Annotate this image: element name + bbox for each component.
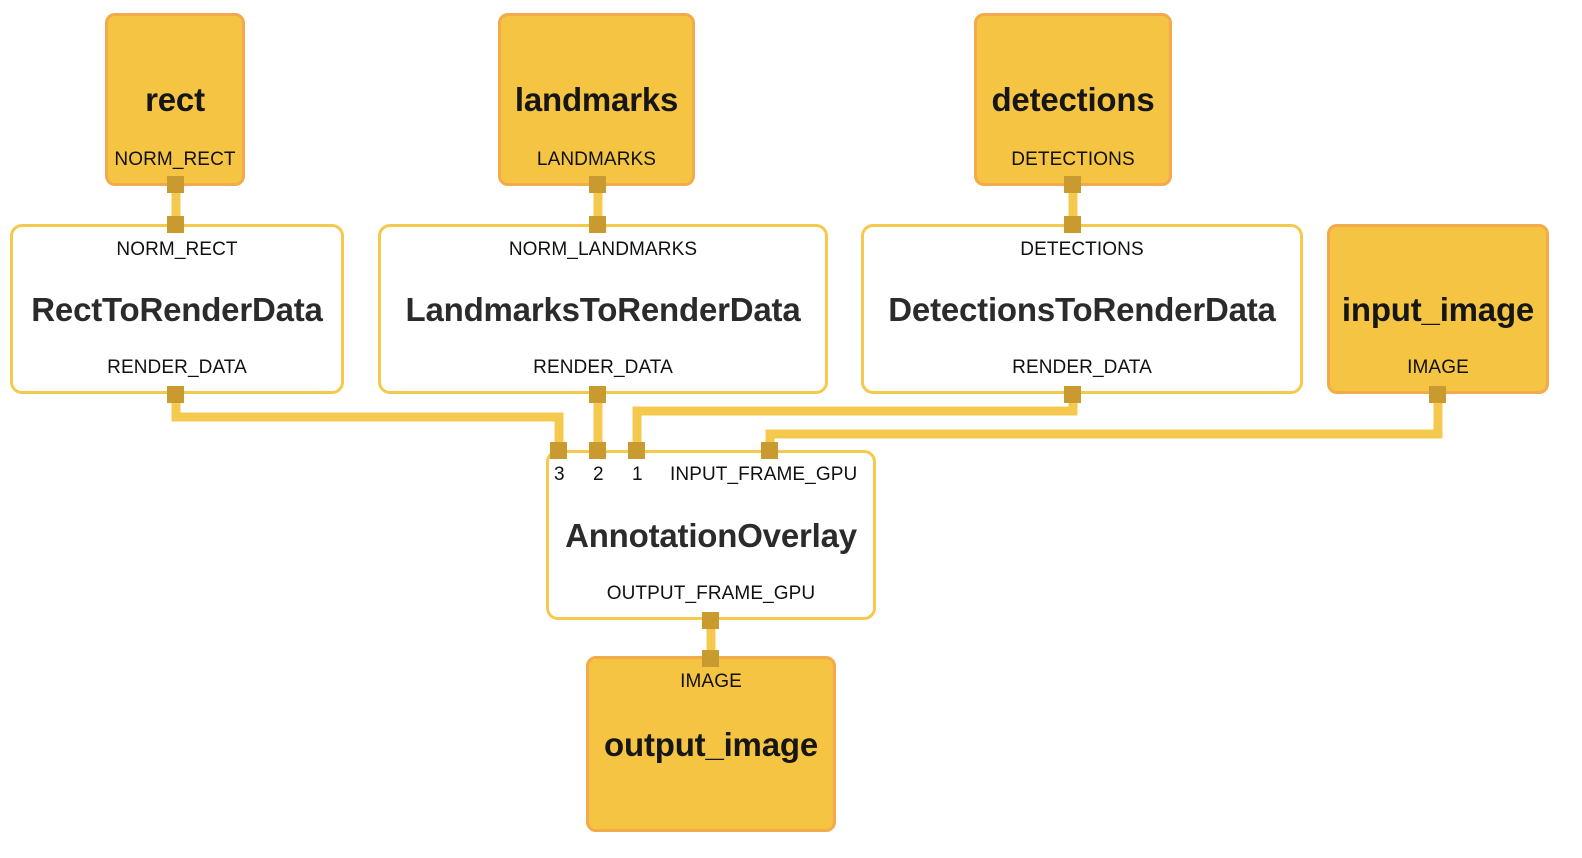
calculator-node-recttorenderdata-title: RectToRenderData	[31, 290, 323, 328]
calculator-node-annotationoverlay-title: AnnotationOverlay	[565, 516, 857, 554]
calculator-node-detectionstorenderdata[interactable]: DETECTIONS DetectionsToRenderData RENDER…	[861, 224, 1303, 394]
stream-node-rect-outport: NORM_RECT	[108, 150, 242, 170]
connector-overlay-out[interactable]	[702, 612, 719, 629]
calculator-node-detectionstorenderdata-outport: RENDER_DATA	[864, 358, 1300, 378]
connector-rect2renderdata-in[interactable]	[167, 216, 184, 233]
connector-landmarks2render-in[interactable]	[589, 216, 606, 233]
port-label: RENDER_DATA	[1012, 357, 1152, 378]
connector-landmarks-out[interactable]	[589, 176, 606, 193]
calculator-node-landmarkstorenderdata-inport: NORM_LANDMARKS	[381, 240, 825, 260]
connector-input-image-out[interactable]	[1429, 386, 1446, 403]
connector-output-image-in[interactable]	[702, 650, 719, 667]
calculator-node-landmarkstorenderdata-title: LandmarksToRenderData	[405, 290, 801, 328]
stream-node-rect-title: rect	[145, 81, 205, 118]
stream-node-input-image[interactable]: input_image IMAGE	[1327, 224, 1549, 394]
stream-node-output-image-title: output_image	[604, 725, 818, 763]
stream-node-output-image-inport: IMAGE	[589, 672, 833, 692]
calculator-node-recttorenderdata-inport: NORM_RECT	[13, 240, 341, 260]
connector-overlay-in-1[interactable]	[628, 442, 645, 459]
connector-overlay-in-input-frame[interactable]	[761, 442, 778, 459]
calculator-node-annotationoverlay-outport: OUTPUT_FRAME_GPU	[549, 584, 873, 604]
stream-node-rect[interactable]: rect NORM_RECT	[105, 13, 245, 186]
port-label: DETECTIONS	[1011, 149, 1135, 170]
connector-detections-out[interactable]	[1064, 176, 1081, 193]
calculator-node-recttorenderdata[interactable]: NORM_RECT RectToRenderData RENDER_DATA	[10, 224, 344, 394]
calculator-node-annotationoverlay[interactable]: 3 2 1 INPUT_FRAME_GPU AnnotationOverlay …	[546, 450, 876, 620]
port-label: RENDER_DATA	[107, 357, 247, 378]
stream-node-input-image-title: input_image	[1341, 290, 1535, 328]
edge-rect-renderdata-to-overlay3	[171, 394, 564, 450]
port-label-2: 2	[593, 464, 604, 485]
calculator-node-detectionstorenderdata-title: DetectionsToRenderData	[888, 290, 1276, 328]
edge-inputimage-to-overlay-inputframe	[765, 394, 1443, 450]
port-label: IMAGE	[680, 671, 742, 692]
connector-landmarks2render-out[interactable]	[589, 386, 606, 403]
stream-node-detections[interactable]: detections DETECTIONS	[974, 13, 1172, 186]
connector-detections2render-out[interactable]	[1064, 386, 1081, 403]
port-label: OUTPUT_FRAME_GPU	[606, 583, 816, 604]
stream-node-input-image-outport: IMAGE	[1330, 358, 1546, 378]
port-label: LANDMARKS	[536, 149, 657, 170]
port-label: DETECTIONS	[1020, 239, 1144, 260]
stream-node-landmarks-title: landmarks	[514, 81, 679, 118]
connector-overlay-in-3[interactable]	[550, 442, 567, 459]
calculator-node-detectionstorenderdata-inport: DETECTIONS	[864, 240, 1300, 260]
connector-detections2render-in[interactable]	[1064, 216, 1081, 233]
calculator-node-recttorenderdata-outport: RENDER_DATA	[13, 358, 341, 378]
port-label: NORM_RECT	[116, 239, 238, 260]
stream-node-output-image[interactable]: IMAGE output_image	[586, 656, 836, 832]
port-label-3: 3	[554, 464, 565, 485]
stream-node-detections-title: detections	[991, 81, 1155, 118]
calculator-node-landmarkstorenderdata-outport: RENDER_DATA	[381, 358, 825, 378]
calculator-node-landmarkstorenderdata[interactable]: NORM_LANDMARKS LandmarksToRenderData REN…	[378, 224, 828, 394]
port-label-input-frame-gpu: INPUT_FRAME_GPU	[670, 464, 858, 485]
port-label: IMAGE	[1407, 357, 1469, 378]
connector-overlay-in-2[interactable]	[589, 442, 606, 459]
connector-rect-out[interactable]	[167, 176, 184, 193]
connector-rect2renderdata-out[interactable]	[167, 386, 184, 403]
port-label-1: 1	[632, 464, 643, 485]
stream-node-landmarks[interactable]: landmarks LANDMARKS	[498, 13, 695, 186]
calculator-node-annotationoverlay-inports: 3 2 1 INPUT_FRAME_GPU	[549, 465, 873, 487]
stream-node-detections-outport: DETECTIONS	[977, 150, 1169, 170]
port-label: NORM_LANDMARKS	[508, 239, 698, 260]
stream-node-landmarks-outport: LANDMARKS	[501, 150, 692, 170]
edge-detections-renderdata-to-overlay1	[632, 394, 1078, 450]
port-label: RENDER_DATA	[533, 357, 673, 378]
port-label: NORM_RECT	[114, 149, 236, 170]
